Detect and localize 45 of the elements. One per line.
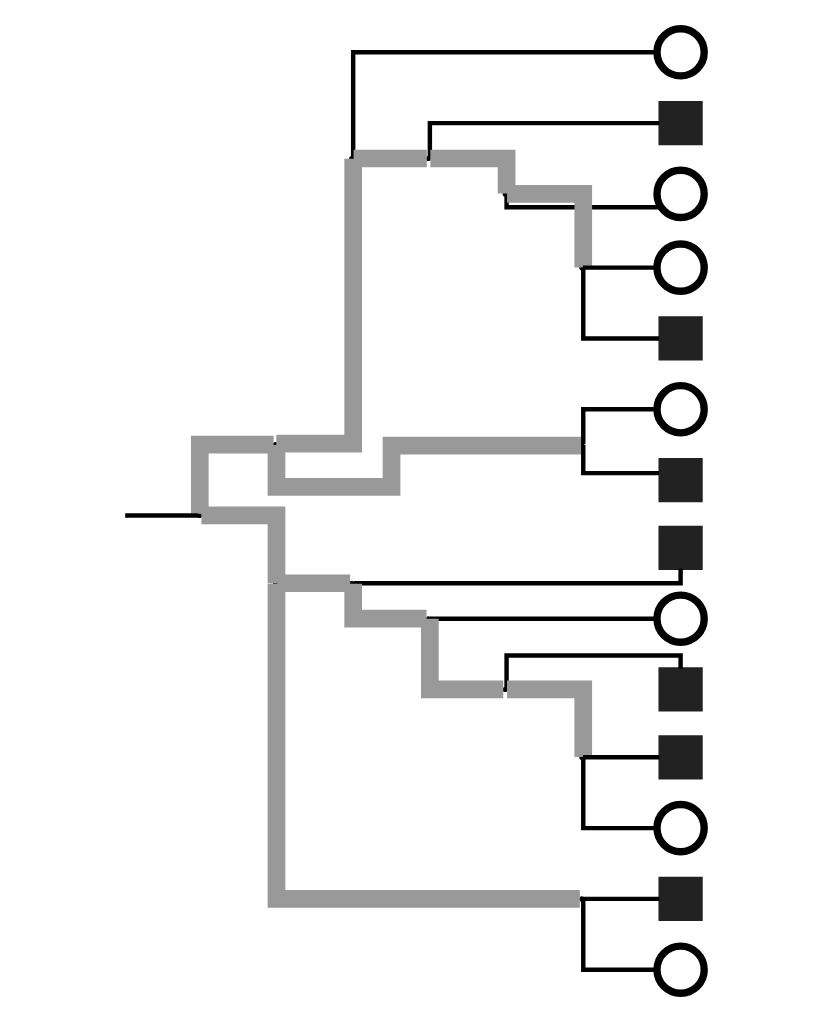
connector	[504, 653, 683, 690]
connector	[267, 583, 580, 908]
connector	[581, 757, 657, 831]
connector	[353, 149, 427, 168]
node-point	[425, 616, 431, 622]
connector	[582, 265, 657, 270]
connector	[427, 120, 660, 159]
connector	[430, 149, 516, 194]
node-circle	[653, 381, 708, 437]
node-square	[658, 316, 703, 361]
node-point	[579, 265, 585, 271]
node-circle	[653, 942, 708, 997]
node-circle	[653, 800, 708, 856]
connector	[267, 436, 582, 496]
connector	[581, 407, 657, 445]
node-square	[658, 101, 703, 146]
connector	[190, 435, 274, 514]
node-point	[579, 896, 585, 902]
node-square	[658, 525, 703, 570]
node-point	[349, 580, 355, 586]
node-square	[658, 876, 703, 921]
node-square	[658, 457, 703, 503]
node-square	[658, 735, 703, 780]
connector	[507, 185, 593, 268]
connector	[353, 568, 683, 586]
node-square	[658, 667, 703, 712]
connector	[125, 513, 198, 518]
node-point	[197, 512, 203, 518]
connector	[582, 755, 660, 760]
connector	[581, 899, 657, 972]
connector	[277, 574, 351, 593]
connector	[504, 194, 661, 210]
node-point	[349, 155, 355, 162]
node-point	[272, 442, 278, 448]
node-point	[425, 155, 431, 162]
connector	[344, 583, 427, 628]
connector	[582, 896, 660, 902]
connector	[276, 158, 363, 453]
node-circle	[653, 591, 708, 646]
node-circle	[653, 25, 708, 80]
node-circle	[653, 166, 708, 222]
connector	[350, 50, 656, 159]
node-point	[502, 686, 508, 692]
connector	[430, 616, 657, 621]
node-circle	[653, 240, 708, 295]
